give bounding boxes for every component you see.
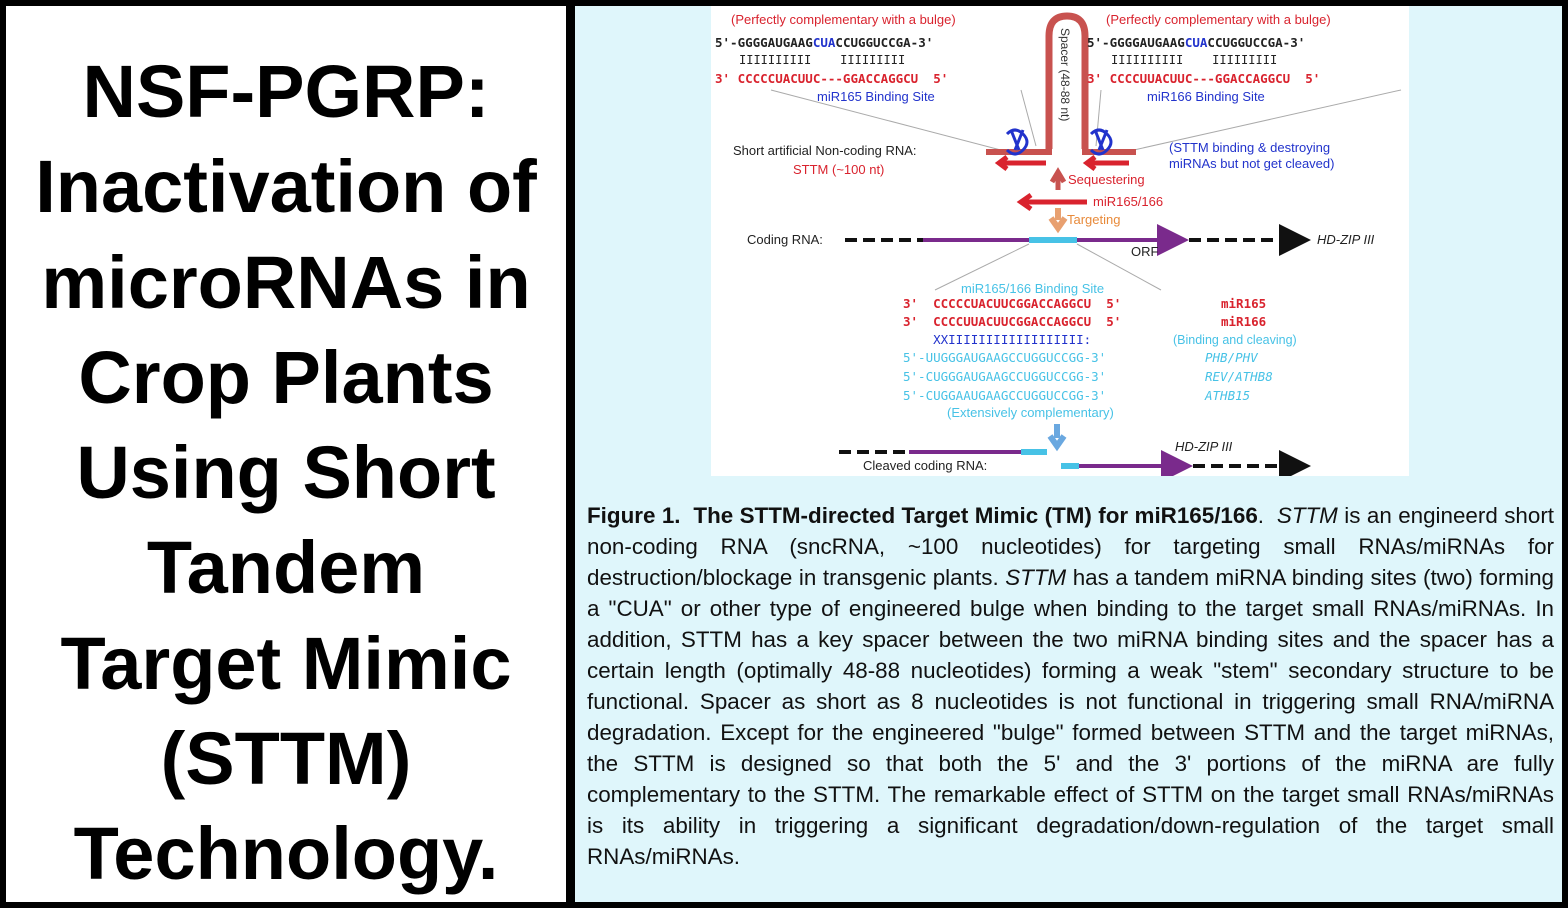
hdzip-label: HD-ZIP III bbox=[1317, 232, 1375, 247]
right-pairs: IIIIIIIIII IIIIIIIII bbox=[1111, 53, 1277, 67]
figure-number: Figure 1. bbox=[587, 503, 681, 528]
right-top-seq: 5'-GGGGAUGAAGCUACCUGGUCCGA-3' bbox=[1087, 35, 1305, 50]
mir165-seq: 3' CCCCCUACUUCGGACCAGGCU 5' bbox=[903, 296, 1121, 311]
title-line: (STTM) bbox=[160, 717, 412, 801]
right-bottom-seq: 3' CCCCUUACUUC---GGACCAGGCU 5' bbox=[1087, 71, 1320, 86]
sttm-action: (STTM binding & destroying bbox=[1169, 140, 1330, 155]
targeting-arrow bbox=[1048, 208, 1068, 234]
mirna-arrow-right bbox=[1082, 155, 1129, 171]
title-line: microRNAs in bbox=[41, 240, 531, 324]
title-line: Using Short bbox=[76, 431, 496, 515]
mir-arrow bbox=[1016, 192, 1087, 212]
title-panel: NSF-PGRP: Inactivation of microRNAs in C… bbox=[6, 6, 566, 902]
ago-right-icon bbox=[1089, 128, 1113, 156]
right-bulge-label: (Perfectly complementary with a bulge) bbox=[1106, 12, 1331, 27]
figure-panel: Spacer (48-88 nt) (Perfectly complementa… bbox=[575, 6, 1562, 902]
title-line: Technology. bbox=[73, 812, 499, 896]
left-site-label: miR165 Binding Site bbox=[817, 89, 935, 104]
figure-title: The STTM-directed Target Mimic (TM) for … bbox=[693, 503, 1258, 528]
orf-label: ORF bbox=[1131, 244, 1159, 259]
mir-label: miR165/166 bbox=[1093, 194, 1163, 209]
cleaved-hdzip: HD-ZIP III bbox=[1175, 439, 1233, 454]
cleaved-label: Cleaved coding RNA: bbox=[863, 458, 987, 473]
sttm-diagram: Spacer (48-88 nt) (Perfectly complementa… bbox=[711, 6, 1409, 482]
target-name: REV/ATHB8 bbox=[1205, 369, 1273, 384]
left-bottom-seq: 3' CCCCCUACUUC---GGACCAGGCU 5' bbox=[715, 71, 948, 86]
sttm-sub: STTM (~100 nt) bbox=[793, 162, 884, 177]
title-line: Inactivation of bbox=[35, 145, 537, 229]
sttm-label: Short artificial Non-coding RNA: bbox=[733, 143, 917, 158]
mir165-name: miR165 bbox=[1221, 296, 1266, 311]
title-line: Tandem bbox=[146, 526, 426, 610]
mirna-arrow-left bbox=[994, 155, 1046, 171]
left-pairs: IIIIIIIIII IIIIIIIII bbox=[739, 53, 905, 67]
ago-left-icon bbox=[1005, 128, 1029, 156]
title-line: Target Mimic bbox=[60, 621, 512, 705]
caption-text-1: is an engineerd short non-coding RNA (sn… bbox=[587, 503, 1554, 590]
left-top-seq: 5'-GGGGAUGAAGCUACCUGGUCCGA-3' bbox=[715, 35, 933, 50]
target-seq: 5'-CUGGAAUGAAGCCUGGUCCGG-3' bbox=[903, 388, 1106, 403]
caption-dot: . bbox=[1257, 503, 1265, 528]
sttm-action-2: miRNAs but not get cleaved) bbox=[1169, 156, 1334, 171]
sequestering-arrow bbox=[1049, 167, 1067, 190]
spacer-loop bbox=[1045, 12, 1089, 149]
target-name: ATHB15 bbox=[1204, 388, 1250, 403]
pair-seq: XXIIIIIIIIIIIIIIIIII: bbox=[903, 332, 1091, 347]
coding-label: Coding RNA: bbox=[747, 232, 823, 247]
title-line: Crop Plants bbox=[78, 335, 494, 419]
caption-sttm-2: STTM bbox=[1005, 565, 1067, 590]
caption-sttm: STTM bbox=[1276, 503, 1338, 528]
right-site-label: miR166 Binding Site bbox=[1147, 89, 1265, 104]
pair-note: (Binding and cleaving) bbox=[1173, 333, 1297, 347]
spacer-label: Spacer (48-88 nt) bbox=[1058, 28, 1072, 121]
title: NSF-PGRP: Inactivation of microRNAs in C… bbox=[6, 44, 566, 902]
targeting-label: Targeting bbox=[1067, 212, 1120, 227]
caption-text-2: has a tandem miRNA binding sites (two) f… bbox=[587, 565, 1554, 869]
target-seq: 5'-CUGGGAUGAAGCCUGGUCCGG-3' bbox=[903, 369, 1106, 384]
extensive-label: (Extensively complementary) bbox=[947, 405, 1114, 420]
target-name: PHB/PHV bbox=[1205, 350, 1259, 365]
title-line: NSF-PGRP: bbox=[82, 50, 490, 133]
left-bulge-label: (Perfectly complementary with a bulge) bbox=[731, 12, 956, 27]
target-seq: 5'-UUGGGAUGAAGCCUGGUCCGG-3' bbox=[903, 350, 1106, 365]
figure-caption: Figure 1. The STTM-directed Target Mimic… bbox=[587, 500, 1554, 872]
sequestering-label: Sequestering bbox=[1068, 172, 1145, 187]
mir166-name: miR166 bbox=[1221, 314, 1266, 329]
mir166-seq: 3' CCCCUUACUUCGGACCAGGCU 5' bbox=[903, 314, 1121, 329]
binding-site-label: miR165/166 Binding Site bbox=[961, 281, 1104, 296]
cleavage-arrow bbox=[1047, 424, 1067, 452]
